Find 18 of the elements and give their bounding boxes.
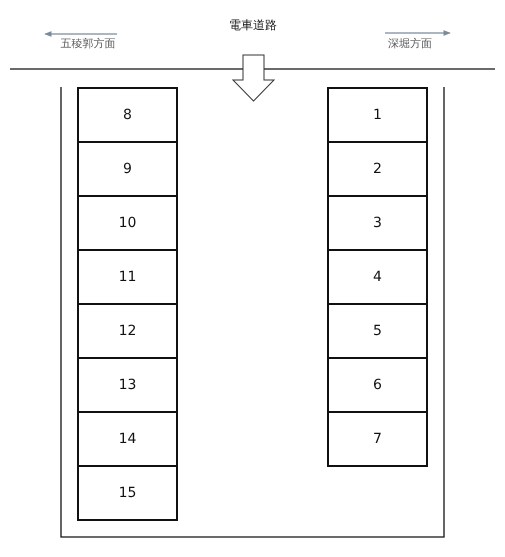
parking-space: 4 — [327, 249, 428, 305]
parking-space: 7 — [327, 411, 428, 467]
parking-space: 11 — [77, 249, 178, 305]
parking-space: 10 — [77, 195, 178, 251]
direction-label: 深堀方面 — [388, 36, 432, 51]
parking-space: 1 — [327, 87, 428, 143]
parking-space: 8 — [77, 87, 178, 143]
parking-space: 15 — [77, 465, 178, 521]
parking-space: 14 — [77, 411, 178, 467]
parking-space: 2 — [327, 141, 428, 197]
parking-space: 6 — [327, 357, 428, 413]
parking-space: 12 — [77, 303, 178, 359]
direction-label: 五稜郭方面 — [60, 36, 116, 51]
parking-space: 9 — [77, 141, 178, 197]
parking-space: 13 — [77, 357, 178, 413]
road-label: 電車道路 — [229, 17, 277, 34]
parking-space: 3 — [327, 195, 428, 251]
parking-space: 5 — [327, 303, 428, 359]
